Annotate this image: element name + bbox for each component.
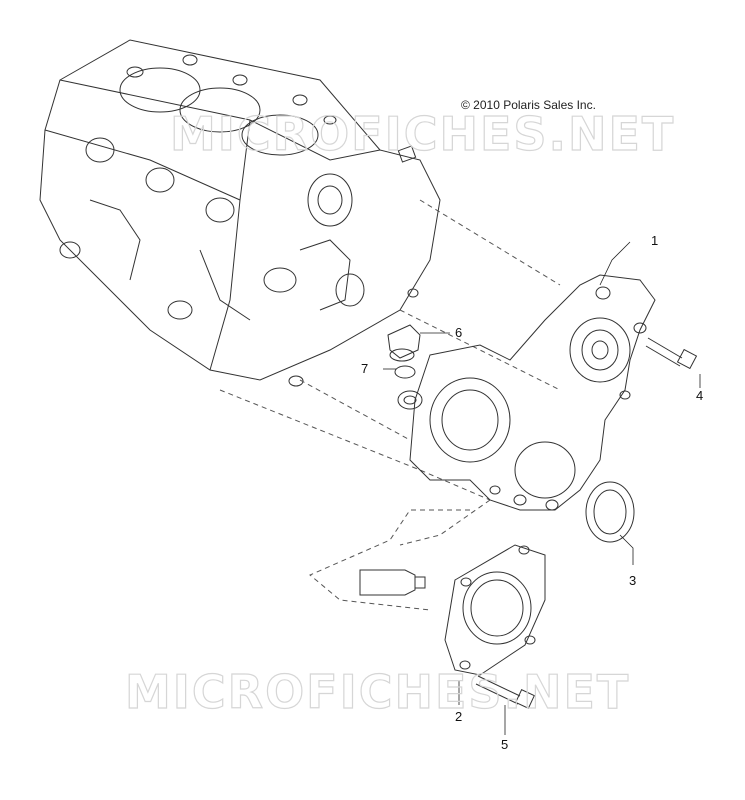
bolt-5 [475, 675, 535, 709]
watermark-top: MICROFICHES.NET [170, 107, 675, 161]
crank-seal [585, 481, 635, 543]
callout-5: 5 [501, 737, 509, 752]
cover-plate [444, 544, 546, 676]
callout-2: 2 [455, 709, 463, 724]
alignment-lines [219, 199, 561, 611]
callout-7: 7 [361, 361, 369, 376]
bolt-4 [645, 337, 698, 370]
sealant-tube [359, 569, 426, 596]
timing-cover [397, 274, 656, 511]
copyright-text: © 2010 Polaris Sales Inc. [461, 98, 596, 112]
o-ring [394, 365, 416, 379]
engine-block [39, 39, 441, 387]
callout-1: 1 [651, 233, 659, 248]
leader-lines [383, 241, 701, 735]
oil-filler-cap [387, 324, 421, 362]
callout-4: 4 [696, 388, 704, 403]
callout-3: 3 [629, 573, 637, 588]
callout-6: 6 [455, 325, 463, 340]
watermark-bottom: MICROFICHES.NET [125, 665, 630, 719]
